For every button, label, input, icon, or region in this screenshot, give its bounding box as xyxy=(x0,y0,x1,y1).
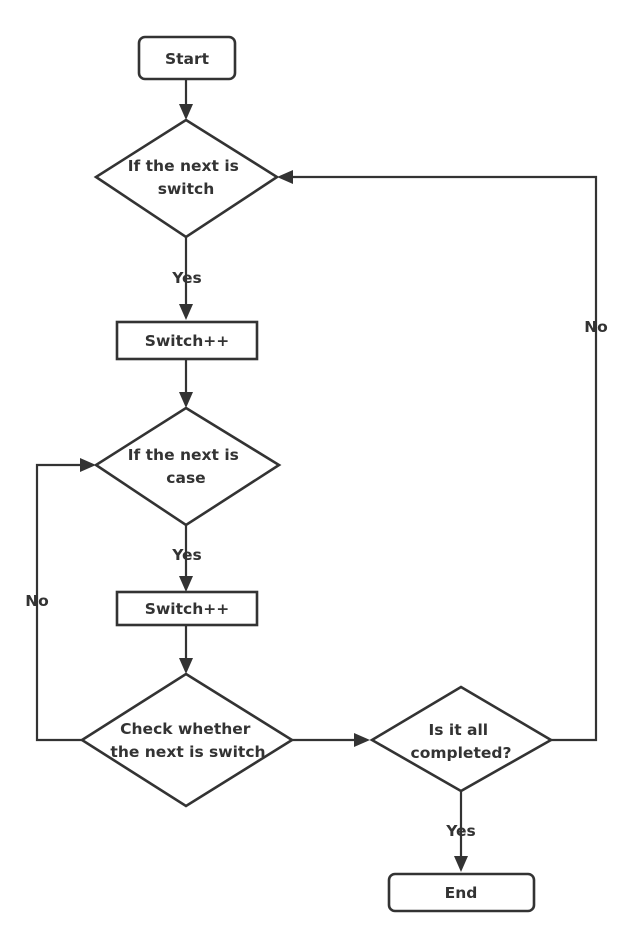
node-all-completed: Is it all completed? xyxy=(369,685,554,793)
all-completed-decision-diamond xyxy=(369,685,554,793)
end-label: End xyxy=(445,884,478,902)
check-next-switch-label-line-2: the next is switch xyxy=(110,743,265,761)
switch-inc-2-process-box xyxy=(115,590,259,627)
check-case-label-line-2: case xyxy=(166,469,205,487)
start-label: Start xyxy=(165,50,210,68)
node-start: Start xyxy=(137,35,237,81)
check-switch-label: If the next is switch xyxy=(128,157,245,198)
check-next-switch-decision-diamond xyxy=(79,672,295,808)
completed-yes-label: Yes xyxy=(445,822,476,840)
switch-yes-label: Yes xyxy=(171,269,202,287)
edge-next-switch-no-loop xyxy=(35,463,84,742)
node-switch-inc-2: Switch++ xyxy=(115,590,259,627)
arrowhead-to-check-next-switch xyxy=(179,658,193,674)
end-terminal-box xyxy=(387,872,536,913)
node-end: End xyxy=(387,872,536,913)
switch-inc-1-process-box xyxy=(115,320,259,361)
edge-completed-no-loop xyxy=(293,175,598,742)
arrowheads xyxy=(80,104,468,872)
check-case-label: If the next is case xyxy=(128,446,245,487)
node-switch-inc-1: Switch++ xyxy=(115,320,259,361)
all-completed-label: Is it all completed? xyxy=(411,721,512,762)
edges xyxy=(35,79,598,860)
start-terminal-box xyxy=(137,35,237,81)
arrowhead-to-check-case xyxy=(179,392,193,408)
node-check-switch: If the next is switch xyxy=(93,118,280,239)
arrowhead-loop-to-check-case xyxy=(80,458,96,472)
switch-inc-1-label: Switch++ xyxy=(145,332,229,350)
completed-no-label: No xyxy=(584,318,608,336)
arrowhead-to-end xyxy=(454,856,468,872)
switch-inc-2-label: Switch++ xyxy=(145,600,229,618)
check-case-decision-diamond xyxy=(93,406,282,527)
arrowhead-to-switch-inc-2 xyxy=(179,576,193,592)
node-check-next-switch: Check whether the next is switch xyxy=(79,672,295,808)
arrowhead-to-check-switch xyxy=(179,104,193,120)
all-completed-label-line-2: completed? xyxy=(411,744,512,762)
arrowhead-to-all-completed xyxy=(354,733,370,747)
check-switch-label-line-2: switch xyxy=(158,180,215,198)
check-switch-label-line-1: If the next is xyxy=(128,157,239,175)
check-next-switch-label: Check whether the next is switch xyxy=(110,720,265,761)
check-switch-decision-diamond xyxy=(93,118,280,239)
case-yes-label: Yes xyxy=(171,546,202,564)
check-next-switch-label-line-1: Check whether xyxy=(120,720,251,738)
edge-labels: Yes Yes Yes No No xyxy=(25,269,608,840)
node-check-case: If the next is case xyxy=(93,406,282,527)
arrowhead-to-switch-inc-1 xyxy=(179,304,193,320)
check-case-label-line-1: If the next is xyxy=(128,446,239,464)
all-completed-label-line-1: Is it all xyxy=(429,721,489,739)
arrowhead-loop-to-check-switch xyxy=(277,170,293,184)
next-switch-no-label: No xyxy=(25,592,49,610)
